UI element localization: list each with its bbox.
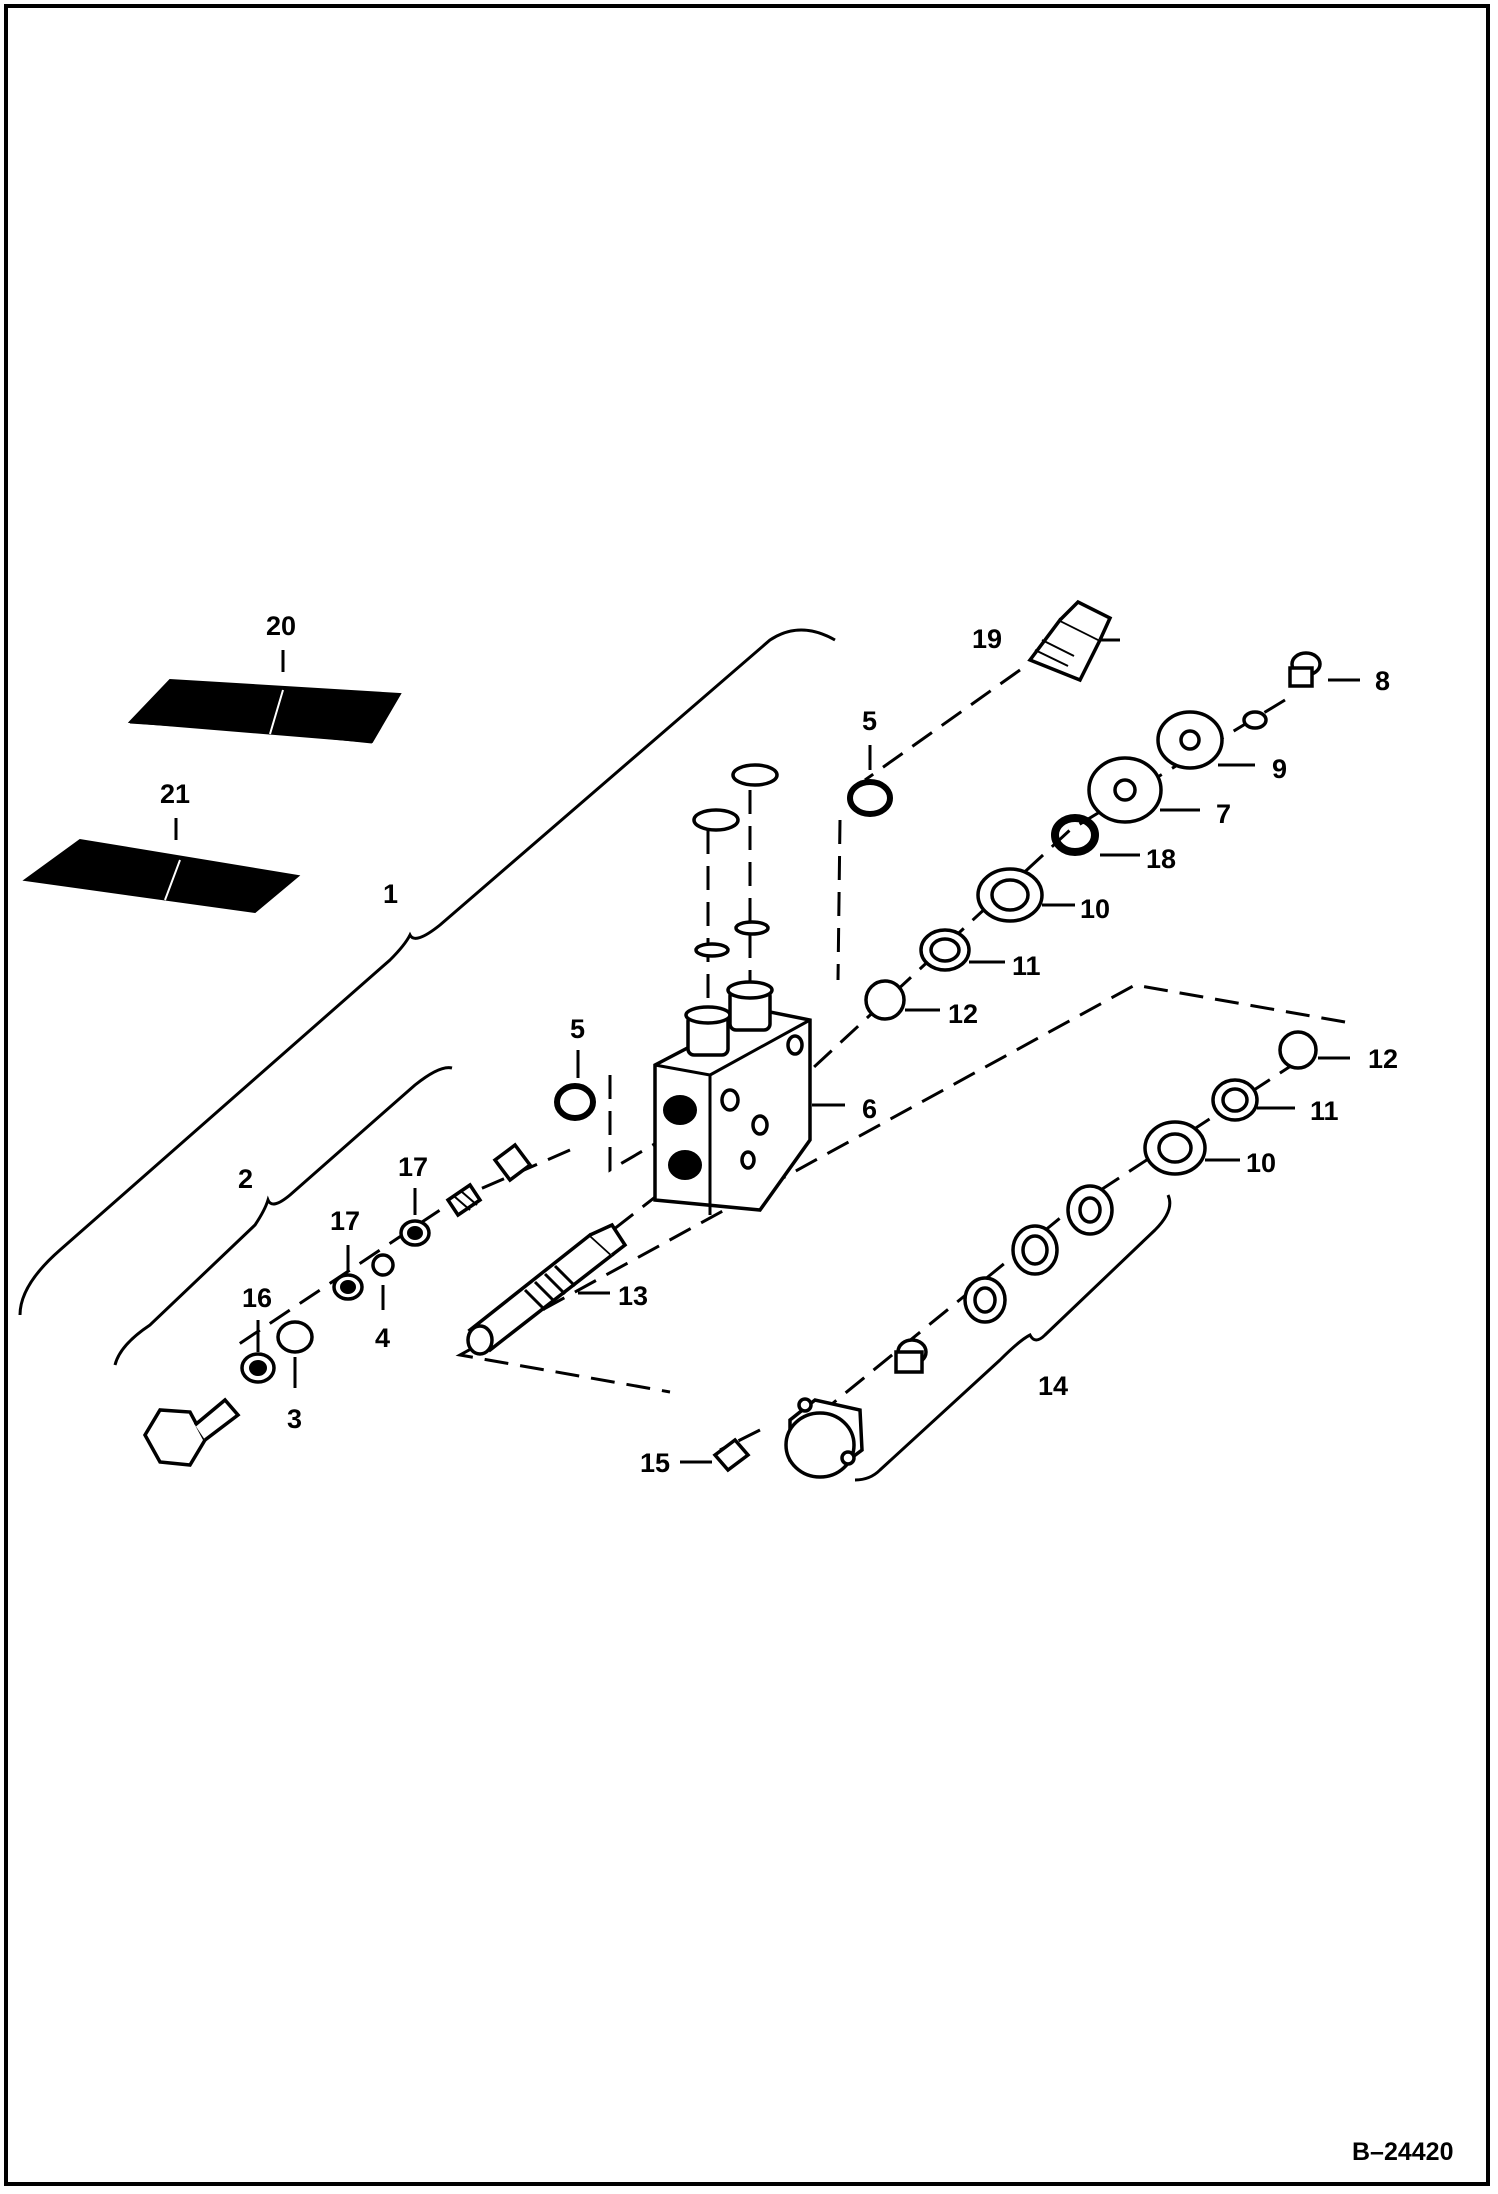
plate-9 xyxy=(1156,710,1224,770)
leader-5-upper xyxy=(836,819,842,981)
label-18: 18 xyxy=(1146,844,1176,874)
brace-14 xyxy=(854,1194,1172,1482)
sheet-border xyxy=(4,4,1490,2186)
label-14: 14 xyxy=(1038,1371,1068,1401)
label-10-lower: 10 xyxy=(1246,1148,1276,1178)
ring-4 xyxy=(371,1253,395,1277)
label-7: 7 xyxy=(1216,799,1231,829)
port-seals xyxy=(692,763,779,958)
label-5-lower: 5 xyxy=(570,1014,585,1044)
decal-21 xyxy=(22,838,301,914)
valve-body-6 xyxy=(653,980,812,1215)
label-leaders xyxy=(174,638,1360,1464)
label-3: 3 xyxy=(287,1404,302,1434)
label-17-upper: 17 xyxy=(398,1152,428,1182)
leader-19 xyxy=(864,668,1021,782)
spring-assembly-14 xyxy=(894,1184,1114,1374)
label-9: 9 xyxy=(1272,754,1287,784)
assembly-boundary xyxy=(455,983,1346,1394)
oring-12-upper xyxy=(864,979,906,1021)
spool-13 xyxy=(466,1222,628,1356)
label-17-lower: 17 xyxy=(330,1206,360,1236)
washer-10-lower xyxy=(1143,1120,1207,1176)
leader-5-lower xyxy=(608,1075,671,1173)
oring-12-lower xyxy=(1278,1030,1318,1070)
label-5-upper: 5 xyxy=(862,706,877,736)
relief-pin xyxy=(492,1142,533,1183)
label-1: 1 xyxy=(383,879,398,909)
reference-code: B–24420 xyxy=(1352,2138,1453,2166)
label-12-lower: 12 xyxy=(1368,1044,1398,1074)
label-11-lower: 11 xyxy=(1310,1096,1339,1126)
label-12-upper: 12 xyxy=(948,999,978,1029)
oring-3 xyxy=(276,1320,314,1354)
decal-20 xyxy=(127,678,402,744)
seal-11-lower xyxy=(1211,1078,1259,1122)
seal-11-upper xyxy=(919,928,971,972)
oring-5-upper xyxy=(847,779,893,817)
seal-17-upper xyxy=(399,1219,431,1247)
label-11-upper: 11 xyxy=(1012,951,1041,981)
screw-15 xyxy=(712,1437,751,1473)
plate-7 xyxy=(1087,756,1163,824)
label-16: 16 xyxy=(242,1283,272,1313)
washer-18 xyxy=(1051,814,1099,856)
relief-spring xyxy=(445,1182,483,1218)
plug-8 xyxy=(1288,651,1322,688)
fitting-19 xyxy=(1027,599,1113,683)
washer-10-upper xyxy=(976,867,1044,923)
oring-5-lower xyxy=(554,1083,596,1121)
label-6: 6 xyxy=(862,1094,877,1124)
label-10-upper: 10 xyxy=(1080,894,1110,924)
brace-2 xyxy=(113,1066,453,1366)
seal-small xyxy=(1242,710,1268,730)
label-20: 20 xyxy=(266,611,296,641)
label-4: 4 xyxy=(375,1323,390,1353)
brace-1 xyxy=(18,628,836,1316)
label-8: 8 xyxy=(1375,666,1390,696)
seal-17-lower xyxy=(332,1273,364,1301)
label-13: 13 xyxy=(618,1281,648,1311)
end-cap xyxy=(784,1397,864,1479)
label-21: 21 xyxy=(160,779,190,809)
relief-cap xyxy=(142,1397,241,1467)
label-2: 2 xyxy=(238,1164,253,1194)
seal-16 xyxy=(240,1352,276,1384)
label-19: 19 xyxy=(972,624,1002,654)
label-15: 15 xyxy=(640,1448,670,1478)
